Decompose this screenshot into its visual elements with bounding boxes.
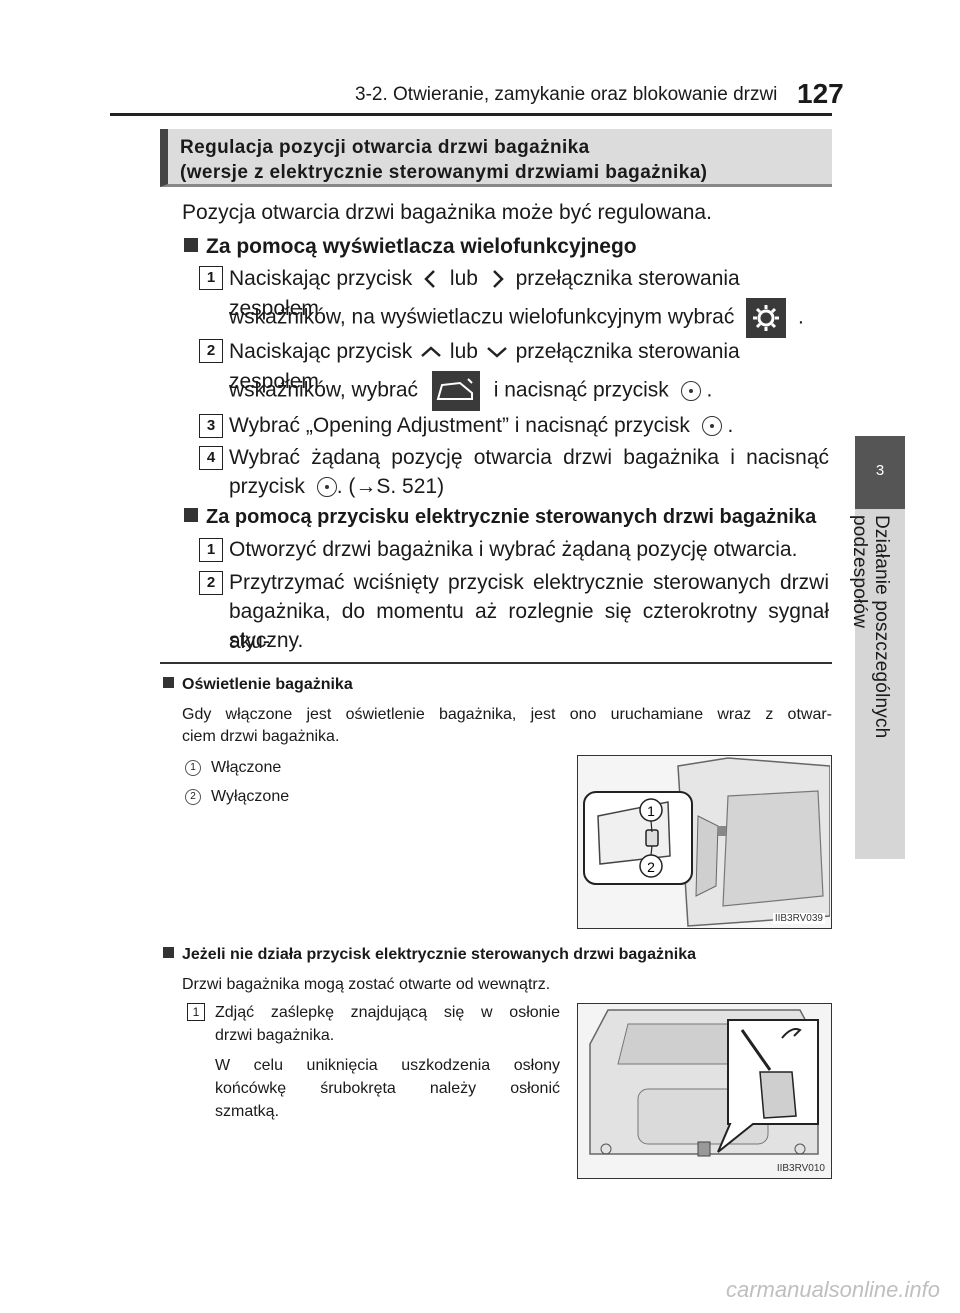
bullet-square-icon xyxy=(163,947,174,958)
step-text: wskaźników, wybrać xyxy=(229,378,419,402)
trunk-cover-figure: IIB3RV010 xyxy=(577,1003,832,1179)
step-text: przycisk xyxy=(229,475,305,498)
step-text: przełącznika sterowania zespołem xyxy=(229,340,740,393)
figure-id: IIB3RV010 xyxy=(776,1163,825,1174)
step-number: 1 xyxy=(199,538,223,562)
trunk-cover-illustration xyxy=(589,1009,819,1157)
note2-sub-line2: końcówkę śrubokręta należy osłonić xyxy=(215,1080,560,1097)
item-label: Wyłączone xyxy=(211,788,290,805)
page-reference: . (→S. 521) xyxy=(336,475,445,498)
settings-gear-icon xyxy=(746,298,787,338)
note2-step1-line2: drzwi bagażnika. xyxy=(215,1027,335,1044)
trunk-light-illustration: 1 2 xyxy=(583,757,831,927)
running-header: 3-2. Otwieranie, zamykanie oraz blokowan… xyxy=(355,84,778,105)
method1-step1-line1: Naciskając przycisk lub przełącznika ste… xyxy=(229,264,829,324)
watermark: carmanualsonline.info xyxy=(725,1277,940,1302)
method1-step4-line1: Wybrać żądaną pozycję otwarcia drzwi bag… xyxy=(229,446,829,469)
item-number: 1 xyxy=(185,759,201,776)
step-text: . xyxy=(727,414,734,437)
step-number: 1 xyxy=(187,1003,205,1021)
note1-item2: 2 Wyłączone xyxy=(185,786,289,807)
item-number: 2 xyxy=(185,788,201,805)
section-heading-line2: (wersje z elektrycznie sterowanymi drzwi… xyxy=(180,162,708,183)
step-text: przełącznika sterowania zespołem xyxy=(229,267,740,320)
note1-item1: 1 Włączone xyxy=(185,757,281,778)
section-heading-box: Regulacja pozycji otwarcia drzwi bagażni… xyxy=(160,129,832,187)
chapter-tab-strip xyxy=(855,509,905,859)
method1-step1-line2: wskaźników, na wyświetlaczu wielofunkcyj… xyxy=(229,298,829,338)
method2-step2-line1: Przytrzymać wciśnięty przycisk elektrycz… xyxy=(229,571,829,594)
step-text: Naciskając przycisk xyxy=(229,267,413,290)
section-heading-line1: Regulacja pozycji otwarcia drzwi bagażni… xyxy=(180,137,590,158)
header-rule xyxy=(110,113,832,116)
method1-step2-line1: Naciskając przycisk lub przełącznika ste… xyxy=(229,337,829,397)
step-text: i nacisnąć przycisk xyxy=(493,378,669,402)
step-text: . xyxy=(706,378,713,402)
chapter-title: Działanie poszczególnych podzespołów xyxy=(849,515,892,739)
method1-step3: Wybrać „Opening Adjustment” i nacisnąć p… xyxy=(229,411,829,441)
note2-heading: Jeżeli nie działa przycisk elektrycznie … xyxy=(163,946,696,964)
step-number: 2 xyxy=(199,571,223,595)
note1-heading: Oświetlenie bagażnika xyxy=(163,676,353,694)
chevron-up-icon xyxy=(421,346,441,358)
method2-heading: Za pomocą przycisku elektrycznie sterowa… xyxy=(184,502,816,532)
note1-text-line2: ciem drzwi bagażnika. xyxy=(182,728,340,745)
figure-callout: 1 xyxy=(647,803,655,819)
method1-step2-line2: wskaźników, wybrać i nacisnąć przycisk . xyxy=(229,371,829,411)
note2-step1-line1: Zdjąć zaślepkę znajdującą się w osłonie xyxy=(215,1004,560,1021)
notes-divider xyxy=(160,662,832,664)
note1-text-line1: Gdy włączone jest oświetlenie bagażnika,… xyxy=(182,706,832,723)
method1-title: Za pomocą wyświetlacza wielofunkcyjnego xyxy=(206,235,637,258)
vehicle-door-icon xyxy=(431,371,480,411)
trunk-light-figure: 1 2 IIB3RV039 xyxy=(577,755,832,929)
intro-text: Pozycja otwarcia drzwi bagażnika może by… xyxy=(182,201,712,224)
enter-button-icon xyxy=(316,477,337,498)
step-number: 3 xyxy=(199,414,223,438)
step-text: . xyxy=(798,305,804,329)
step-number: 2 xyxy=(199,339,223,363)
bullet-square-icon xyxy=(184,508,198,522)
method1-step4-line2: przycisk . (→S. 521) xyxy=(229,472,829,502)
method2-step2-line3: styczny. xyxy=(229,629,304,652)
method2-step2-line2: bagażnika, do momentu aż rozlegnie się c… xyxy=(229,600,829,653)
bullet-square-icon xyxy=(163,677,174,688)
chapter-number: 3 xyxy=(875,462,885,479)
step-text: lub xyxy=(449,267,478,290)
step-number: 4 xyxy=(199,446,223,470)
method1-heading: Za pomocą wyświetlacza wielofunkcyjnego xyxy=(184,232,637,262)
enter-button-icon xyxy=(701,416,722,437)
step-text: Naciskając przycisk xyxy=(229,340,413,363)
note2-sub-line3: szmatką. xyxy=(215,1103,280,1120)
note2-sub-line1: W celu uniknięcia uszkodzenia osłony xyxy=(215,1057,560,1074)
note2-title: Jeżeli nie działa przycisk elektrycznie … xyxy=(182,946,696,963)
method2-step1: Otworzyć drzwi bagażnika i wybrać żądaną… xyxy=(229,538,798,561)
chevron-down-icon xyxy=(486,347,507,359)
figure-callout: 2 xyxy=(647,859,655,875)
chevron-right-icon xyxy=(492,270,504,289)
step-number: 1 xyxy=(199,266,223,290)
enter-button-icon xyxy=(680,381,701,401)
bullet-square-icon xyxy=(184,238,198,252)
step-text: wskaźników, na wyświetlaczu wielofunkcyj… xyxy=(229,305,735,329)
note2-text: Drzwi bagażnika mogą zostać otwarte od w… xyxy=(182,976,551,993)
figure-id: IIB3RV039 xyxy=(772,913,825,924)
step-text: lub xyxy=(449,340,478,363)
step-text: Wybrać „Opening Adjustment” i nacisnąć p… xyxy=(229,414,690,437)
chapter-tab: 3 xyxy=(855,436,905,509)
item-label: Włączone xyxy=(211,759,282,776)
note1-title: Oświetlenie bagażnika xyxy=(182,676,353,693)
chevron-left-icon xyxy=(424,270,435,289)
method2-title: Za pomocą przycisku elektrycznie sterowa… xyxy=(206,506,817,528)
page-number: 127 xyxy=(797,78,844,109)
